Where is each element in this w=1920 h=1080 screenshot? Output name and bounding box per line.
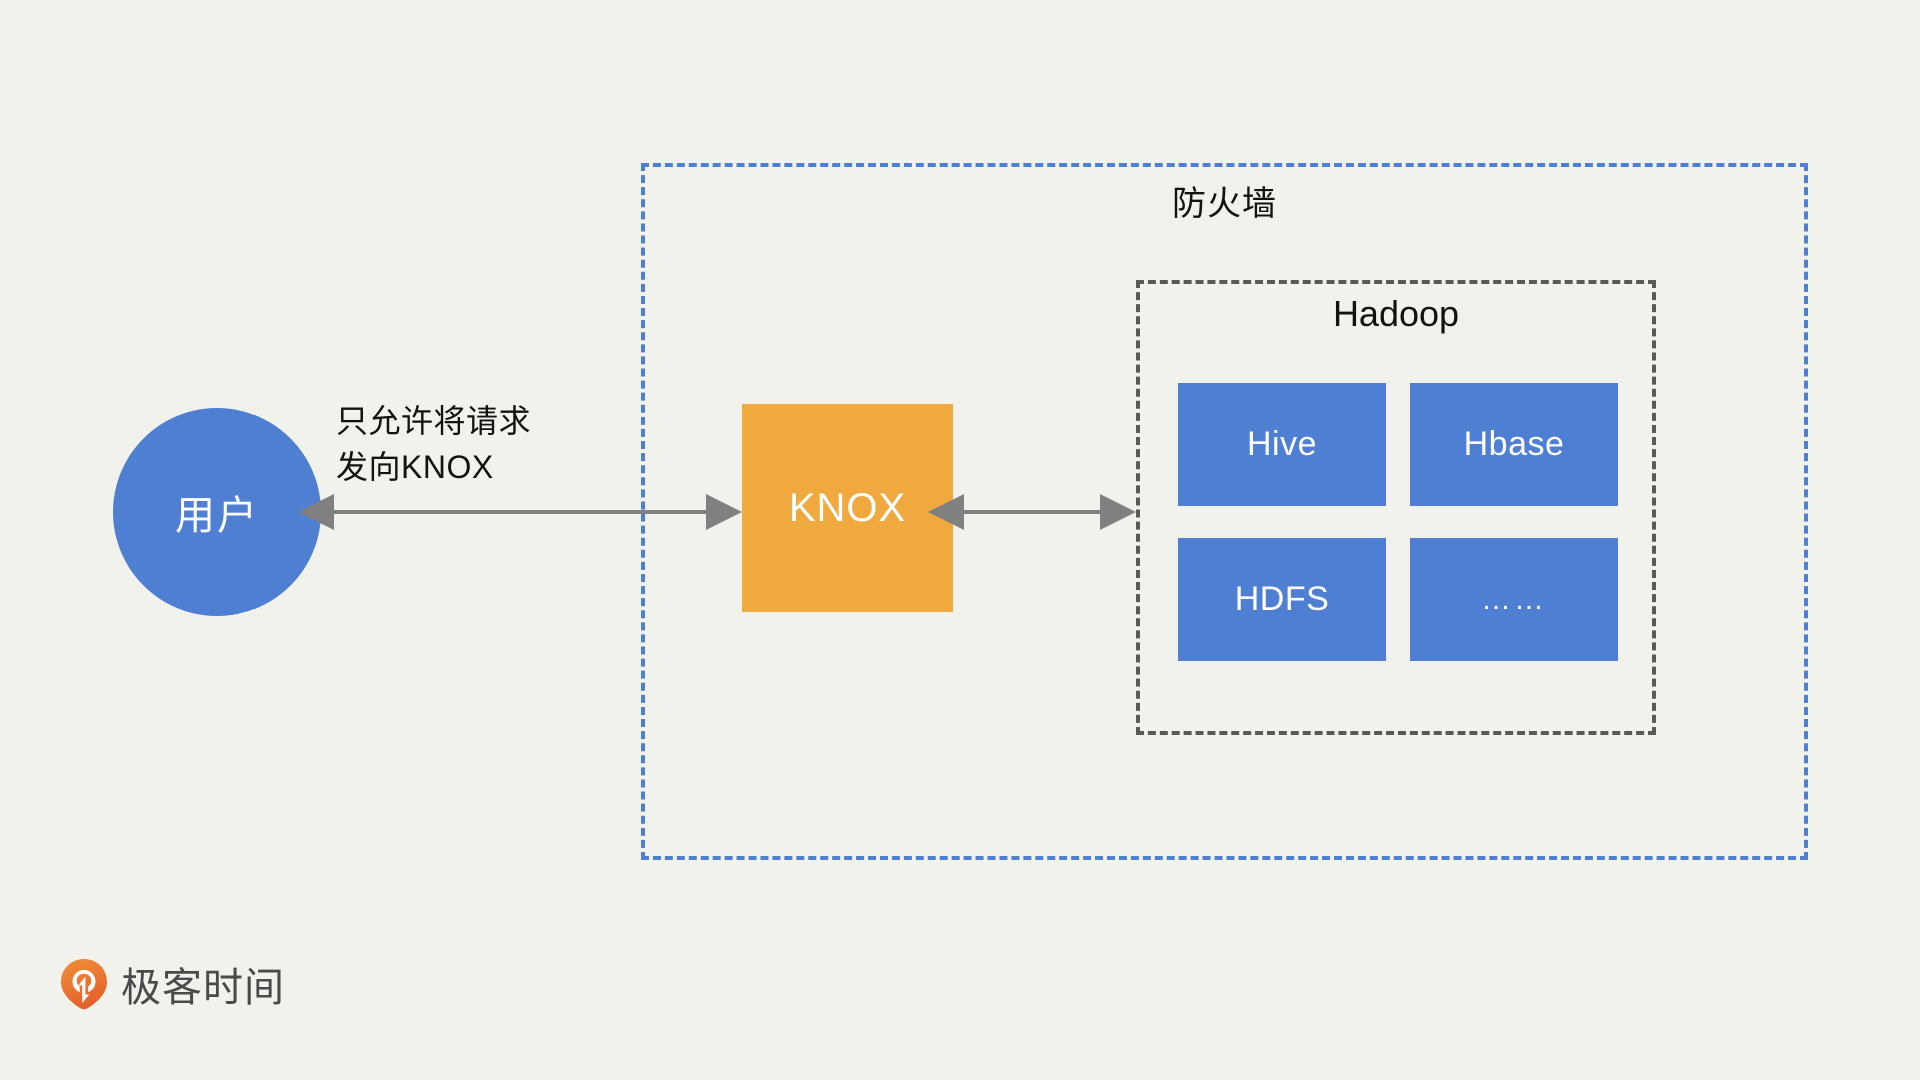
service-box-hive[interactable]: Hive — [1178, 383, 1386, 506]
geektime-logo-text: 极客时间 — [121, 966, 285, 1010]
geektime-logo-icon — [61, 959, 107, 1010]
flow-annotation-line-2: 发向KNOX — [336, 449, 494, 486]
hadoop-boundary — [1136, 280, 1656, 735]
service-box-more[interactable]: …… — [1410, 538, 1618, 661]
flow-annotation: 只允许将请求 发向KNOX — [336, 398, 531, 491]
firewall-label: 防火墙 — [1172, 185, 1277, 223]
service-box-hbase[interactable]: Hbase — [1410, 383, 1618, 506]
user-node[interactable]: 用户 — [113, 408, 321, 616]
hadoop-label: Hadoop — [1332, 293, 1460, 334]
knox-gateway-node[interactable]: KNOX — [742, 404, 953, 612]
flow-annotation-line-1: 只允许将请求 — [336, 403, 532, 439]
service-box-hdfs[interactable]: HDFS — [1178, 538, 1386, 661]
hadoop-service-grid: Hive Hbase HDFS …… — [1178, 383, 1618, 661]
geektime-logo: 极客时间 — [60, 955, 285, 1013]
